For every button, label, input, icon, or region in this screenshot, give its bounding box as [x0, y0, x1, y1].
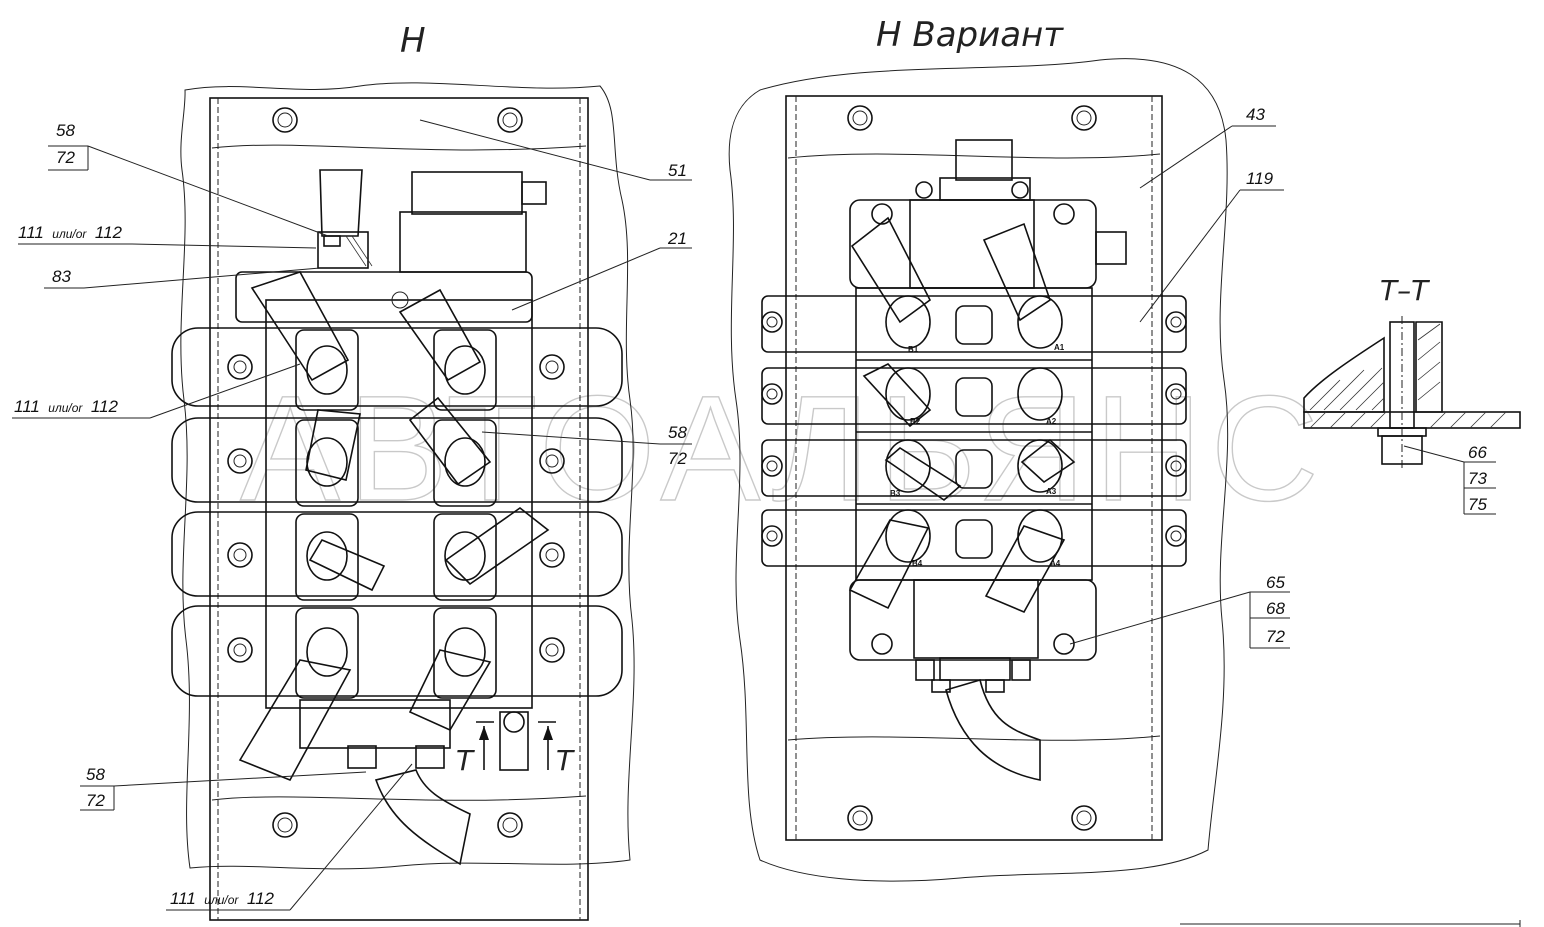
view-right: Н Вариант	[728, 15, 1290, 882]
left-solenoid	[411, 171, 523, 215]
right-top-plug	[1095, 231, 1127, 265]
callout-72-right: 72	[1266, 627, 1285, 646]
callout-58-top: 58	[56, 121, 75, 140]
right-top-plate	[849, 199, 1097, 289]
callout-58-bottom: 58	[86, 765, 105, 784]
callout-66: 66	[1468, 443, 1487, 462]
section-marks-left: T T	[456, 721, 575, 777]
view-left-title: Н	[400, 21, 426, 61]
callout-51: 51	[668, 161, 687, 180]
right-hoses	[848, 216, 1076, 781]
right-mounting-plate	[785, 95, 1163, 841]
section-tt: Т–Т	[1303, 274, 1521, 515]
callout-43: 43	[1246, 105, 1265, 124]
callout-111-or-112-b: 111 или/or 112	[14, 397, 119, 416]
callout-75: 75	[1468, 495, 1487, 514]
right-plate-bolts	[847, 105, 1097, 831]
left-plate-bolts	[272, 107, 523, 838]
section-hatch-left-outline	[1303, 336, 1385, 413]
section-mark-t-right: T	[556, 744, 575, 777]
section-nut	[1381, 435, 1423, 465]
view-left: Н	[12, 21, 692, 921]
callout-111-or-112-a: 111 или/or 112	[18, 223, 123, 242]
port-b4: B4	[912, 559, 923, 568]
right-bottom-flange	[939, 657, 1011, 681]
view-right-title: Н Вариант	[876, 15, 1064, 55]
right-bottom-block	[913, 579, 1039, 659]
port-a1: A1	[1054, 343, 1065, 352]
section-plate	[1303, 411, 1521, 429]
section-hatching	[1309, 323, 1507, 429]
left-break-outline	[180, 82, 635, 870]
callout-58-mid: 58	[668, 423, 687, 442]
callout-72-top: 72	[56, 148, 75, 167]
right-break-top	[787, 153, 1161, 159]
port-a3: A3	[1046, 487, 1057, 496]
left-hoses	[238, 169, 550, 866]
watermark-text: АВТОАЛЬЯНС	[240, 364, 1327, 532]
right-break-bottom	[787, 735, 1161, 741]
right-bottom-plate	[849, 579, 1097, 661]
port-a2: A2	[1046, 417, 1057, 426]
right-top-cap	[955, 139, 1013, 181]
left-solenoid-cap	[521, 181, 547, 205]
section-mark-t-left: T	[456, 744, 475, 777]
left-valve-sections	[171, 271, 623, 749]
callout-83: 83	[52, 267, 71, 286]
callout-21: 21	[667, 229, 687, 248]
section-leader	[1403, 445, 1496, 515]
right-break-outline	[728, 58, 1229, 882]
left-top-fitting	[317, 231, 409, 309]
left-bottom-nuts	[347, 711, 529, 771]
left-mounting-plate	[209, 97, 589, 921]
callout-72-mid: 72	[668, 449, 687, 468]
right-top-block	[909, 199, 1035, 289]
callout-72-bottom: 72	[86, 791, 105, 810]
left-break-top	[211, 144, 587, 151]
left-valve-head	[399, 211, 527, 273]
left-leaders	[12, 119, 692, 911]
port-b3: B3	[890, 489, 901, 498]
right-side-bolts	[761, 311, 1187, 547]
callout-119: 119	[1246, 169, 1274, 188]
section-tt-title: Т–Т	[1380, 274, 1430, 307]
port-b1: B1	[908, 345, 919, 354]
callout-111-or-112-c: 111 или/or 112	[170, 889, 275, 908]
right-leaders	[1069, 125, 1290, 649]
left-break-bottom	[211, 795, 587, 801]
callout-65: 65	[1266, 573, 1285, 592]
left-side-bolts	[227, 354, 565, 663]
port-a4: A4	[1050, 559, 1061, 568]
callout-68: 68	[1266, 599, 1285, 618]
callout-73: 73	[1468, 469, 1487, 488]
